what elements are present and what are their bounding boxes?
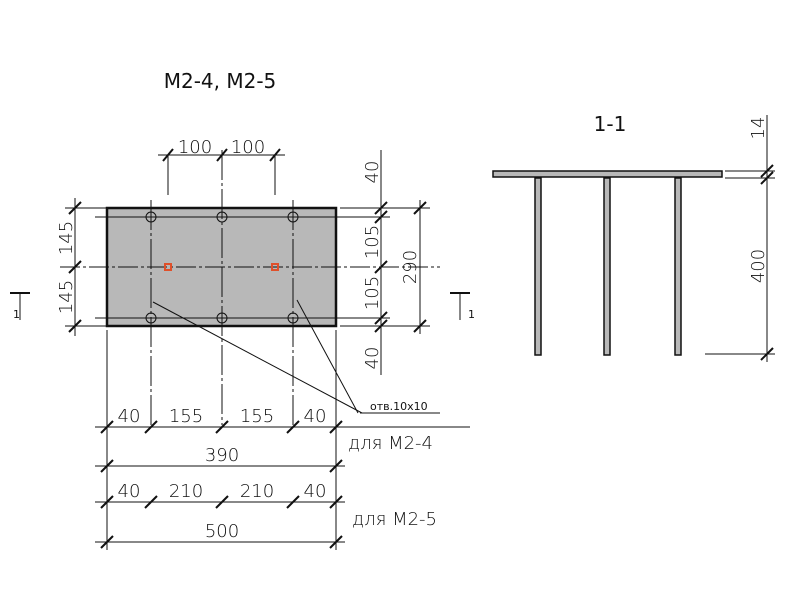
hole — [287, 312, 299, 324]
svg-text:1: 1 — [13, 308, 20, 321]
section-dimension: 14 400 — [705, 115, 775, 362]
svg-text:100: 100 — [178, 137, 212, 158]
svg-text:40: 40 — [118, 481, 141, 502]
right-dimension: 40 105 105 40 290 — [340, 150, 430, 375]
svg-text:145: 145 — [56, 221, 77, 255]
svg-text:155: 155 — [169, 406, 203, 427]
svg-text:14: 14 — [748, 117, 769, 140]
svg-text:40: 40 — [362, 161, 383, 184]
section-plate — [492, 170, 723, 178]
anchor-rod — [534, 177, 542, 356]
vent-hole — [271, 263, 279, 271]
hole — [287, 211, 299, 223]
hole — [216, 211, 228, 223]
section-view — [492, 170, 723, 356]
svg-text:40: 40 — [118, 406, 141, 427]
svg-text:105: 105 — [362, 225, 383, 259]
svg-text:400: 400 — [748, 249, 769, 283]
svg-text:для М2-4: для М2-4 — [348, 433, 433, 454]
hole — [145, 312, 157, 324]
svg-text:1: 1 — [468, 308, 475, 321]
plan-title: М2-4, М2-5 — [164, 69, 277, 93]
svg-text:100: 100 — [231, 137, 265, 158]
vent-hole — [164, 263, 172, 271]
svg-text:210: 210 — [169, 481, 203, 502]
bottom-dimension-m2-4: 40 155 155 40 390 для М2-4 — [95, 406, 470, 473]
svg-text:40: 40 — [362, 347, 383, 370]
section-title: 1-1 — [594, 112, 627, 136]
svg-text:500: 500 — [205, 521, 239, 542]
anchor-holes — [145, 211, 299, 324]
bottom-dimension-m2-5: 40 210 210 40 500 для М2-5 — [95, 481, 437, 549]
anchor-rod — [603, 177, 611, 356]
svg-text:210: 210 — [240, 481, 274, 502]
anchor-rod — [674, 177, 682, 356]
svg-text:290: 290 — [400, 250, 421, 284]
hole — [145, 211, 157, 223]
hole — [216, 312, 228, 324]
svg-text:40: 40 — [304, 481, 327, 502]
svg-text:155: 155 — [240, 406, 274, 427]
top-dimension: 100 100 — [158, 137, 285, 162]
svg-text:105: 105 — [362, 276, 383, 310]
svg-text:для М2-5: для М2-5 — [352, 509, 437, 530]
section-mark-right: 1 — [450, 292, 475, 321]
section-mark-left: 1 — [10, 292, 30, 321]
hole-note: отв.10х10 — [152, 299, 440, 414]
svg-text:390: 390 — [205, 445, 239, 466]
svg-text:отв.10х10: отв.10х10 — [370, 400, 428, 413]
left-dimension: 145 145 — [56, 198, 107, 336]
svg-text:145: 145 — [56, 280, 77, 314]
svg-text:40: 40 — [304, 406, 327, 427]
